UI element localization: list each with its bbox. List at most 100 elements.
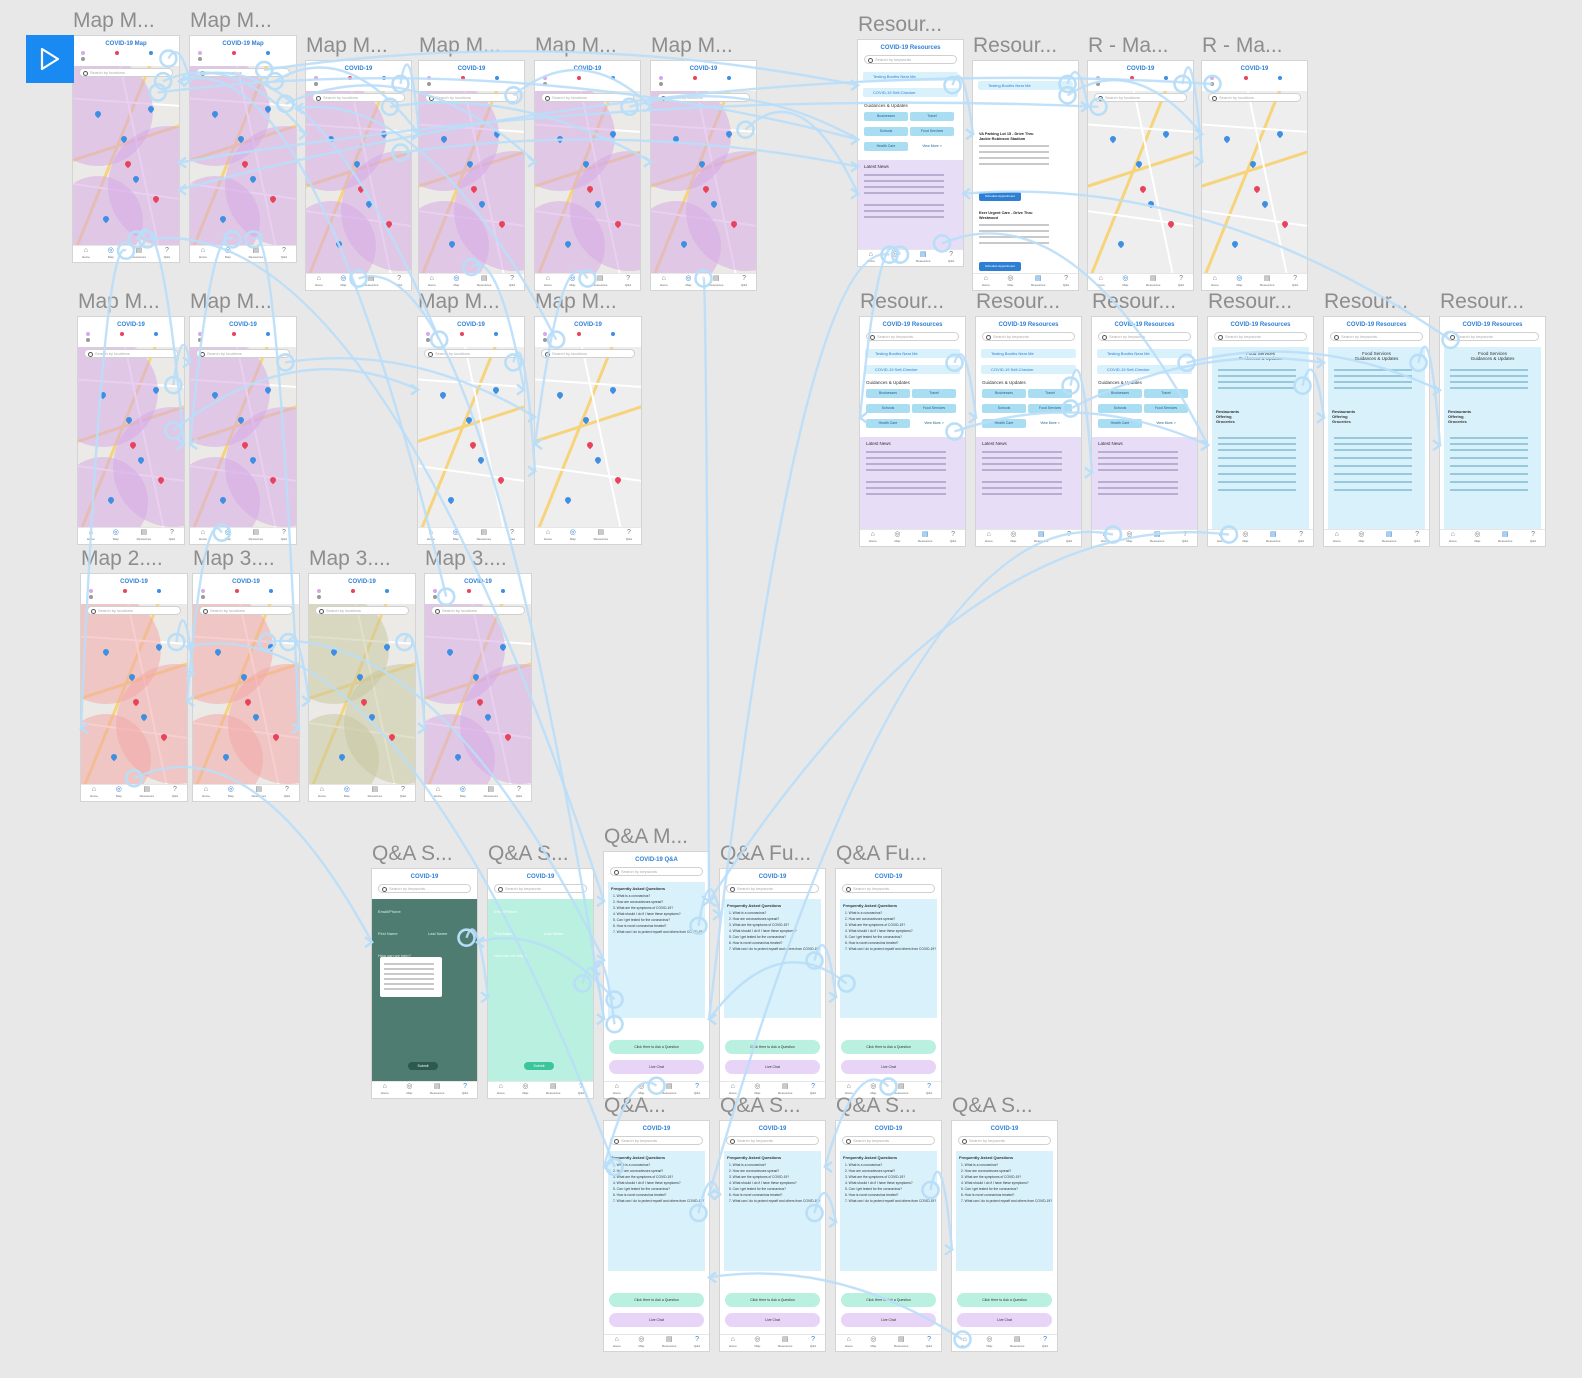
- keyword-search-input[interactable]: Search by keywords: [842, 1136, 935, 1145]
- nav-item-map[interactable]: ◎Map: [228, 786, 234, 799]
- testing-site-pin-icon[interactable]: [476, 455, 486, 465]
- nav-item-map[interactable]: ◎Map: [1126, 531, 1132, 544]
- map-view[interactable]: [418, 347, 524, 528]
- location-pin-icon[interactable]: [1138, 184, 1148, 194]
- testing-site-pin-icon[interactable]: [1260, 199, 1270, 209]
- nav-item-home[interactable]: ⌂Home: [199, 529, 207, 542]
- category-button-travel[interactable]: Travel: [1144, 389, 1188, 398]
- location-search-input[interactable]: Search by locations: [312, 93, 405, 102]
- frame-title[interactable]: Map 3....: [309, 547, 391, 570]
- nav-item-home[interactable]: ⌂Home: [202, 786, 210, 799]
- nav-item-resources[interactable]: ▤Resources: [594, 529, 608, 542]
- self-checker-row[interactable]: COVID-19 Self-Checker: [865, 365, 960, 374]
- category-button-view-more[interactable]: View More >: [910, 142, 954, 151]
- nav-item-map[interactable]: ◎Map: [1474, 531, 1480, 544]
- nav-item-map[interactable]: ◎Map: [754, 1336, 760, 1349]
- nav-item-qa[interactable]: ?Q&A: [396, 275, 402, 288]
- nav-item-qa[interactable]: ?Q&A: [578, 1083, 584, 1096]
- nav-item-map[interactable]: ◎Map: [870, 1336, 876, 1349]
- nav-item-resources[interactable]: ▤Resources: [249, 247, 263, 260]
- nav-item-resources[interactable]: ▤Resources: [1260, 275, 1274, 288]
- category-button-travel[interactable]: Travel: [910, 112, 954, 121]
- nav-item-qa[interactable]: ?Q&A: [281, 529, 287, 542]
- self-checker-row[interactable]: COVID-19 Self-Checker: [863, 88, 958, 97]
- faq-question[interactable]: 6. How is novel coronavirus treated?: [845, 1193, 899, 1197]
- testing-site-pin-icon[interactable]: [563, 495, 573, 505]
- location-pin-icon[interactable]: [585, 440, 595, 450]
- nav-item-home[interactable]: ⌂Home: [869, 531, 877, 544]
- nav-item-qa[interactable]: ?Q&A: [926, 1336, 932, 1349]
- nav-item-map[interactable]: ◎Map: [340, 275, 346, 288]
- frame-title[interactable]: Map M...: [651, 34, 733, 57]
- nav-item-map[interactable]: ◎Map: [453, 275, 459, 288]
- self-checker-row[interactable]: COVID-19 Self-Checker: [1097, 365, 1192, 374]
- nav-item-resources[interactable]: ▤Resources: [662, 1336, 676, 1349]
- category-button-businesses[interactable]: Businesses: [1098, 389, 1142, 398]
- faq-question[interactable]: 6. How is novel coronavirus treated?: [613, 924, 667, 928]
- ask-question-button[interactable]: Click Here to Ask a Question: [609, 1293, 704, 1307]
- faq-question[interactable]: 7. What can I do to protect myself and o…: [961, 1199, 1053, 1203]
- nav-item-home[interactable]: ⌂Home: [845, 1336, 853, 1349]
- schedule-appointment-button[interactable]: Schedule Appointment: [979, 192, 1021, 201]
- nav-item-resources[interactable]: ▤Resources: [709, 275, 723, 288]
- category-button-food-services[interactable]: Food Services: [1144, 404, 1188, 413]
- category-button-food-services[interactable]: Food Services: [912, 404, 956, 413]
- testing-site-pin-icon[interactable]: [1222, 134, 1232, 144]
- nav-item-qa[interactable]: ?Q&A: [172, 786, 178, 799]
- faq-question[interactable]: 7. What can I do to protect myself and o…: [729, 947, 821, 951]
- nav-item-resources[interactable]: ▤Resources: [137, 529, 151, 542]
- ask-question-button[interactable]: Click Here to Ask a Question: [725, 1293, 820, 1307]
- ask-question-button[interactable]: Click Here to Ask a Question: [957, 1293, 1052, 1307]
- nav-item-home[interactable]: ⌂Home: [1101, 531, 1109, 544]
- nav-item-home[interactable]: ⌂Home: [729, 1336, 737, 1349]
- nav-item-resources[interactable]: ▤Resources: [430, 1083, 444, 1096]
- frame-title[interactable]: Map 2....: [81, 547, 163, 570]
- nav-item-map[interactable]: ◎Map: [1122, 275, 1128, 288]
- frame-title[interactable]: Resour...: [973, 34, 1058, 57]
- faq-question[interactable]: 4. What should I do if I have these symp…: [613, 912, 681, 916]
- nav-item-home[interactable]: ⌂Home: [1217, 531, 1225, 544]
- nav-item-qa[interactable]: ?Q&A: [950, 531, 956, 544]
- nav-item-qa[interactable]: ?Q&A: [281, 247, 287, 260]
- keyword-search-input[interactable]: Search by keywords: [726, 1136, 819, 1145]
- frame-title[interactable]: Resour...: [860, 290, 945, 313]
- nav-item-map[interactable]: ◎Map: [570, 529, 576, 542]
- map-view[interactable]: [190, 347, 296, 528]
- faq-question[interactable]: 7. What can I do to protect myself and o…: [845, 947, 937, 951]
- frame-title[interactable]: Map M...: [190, 9, 272, 32]
- frame-title[interactable]: Q&A S...: [488, 842, 569, 865]
- ask-question-button[interactable]: Click Here to Ask a Question: [725, 1040, 820, 1054]
- nav-item-resources[interactable]: ▤Resources: [1034, 531, 1048, 544]
- category-button-businesses[interactable]: Businesses: [864, 112, 908, 121]
- testing-site-pin-icon[interactable]: [438, 390, 448, 400]
- map-view[interactable]: [73, 66, 179, 246]
- nav-item-resources[interactable]: ▤Resources: [252, 786, 266, 799]
- nav-item-map[interactable]: ◎Map: [522, 1083, 528, 1096]
- nav-item-home[interactable]: ⌂Home: [867, 251, 875, 264]
- nav-item-home[interactable]: ⌂Home: [434, 786, 442, 799]
- nav-item-home[interactable]: ⌂Home: [613, 1336, 621, 1349]
- map-view[interactable]: [419, 91, 524, 274]
- category-button-view-more[interactable]: View More >: [1144, 419, 1188, 428]
- frame-title[interactable]: Resour...: [1324, 290, 1409, 313]
- nav-item-map[interactable]: ◎Map: [453, 529, 459, 542]
- nav-item-qa[interactable]: ?Q&A: [741, 275, 747, 288]
- category-button-travel[interactable]: Travel: [912, 389, 956, 398]
- nav-item-qa[interactable]: ?Q&A: [1414, 531, 1420, 544]
- frame-title[interactable]: R - Ma...: [1202, 34, 1283, 57]
- testing-booths-row[interactable]: Testing Booths Near Me: [981, 349, 1076, 358]
- nav-item-qa[interactable]: ?Q&A: [284, 786, 290, 799]
- nav-item-map[interactable]: ◎Map: [638, 1336, 644, 1349]
- map-view[interactable]: [1088, 91, 1193, 274]
